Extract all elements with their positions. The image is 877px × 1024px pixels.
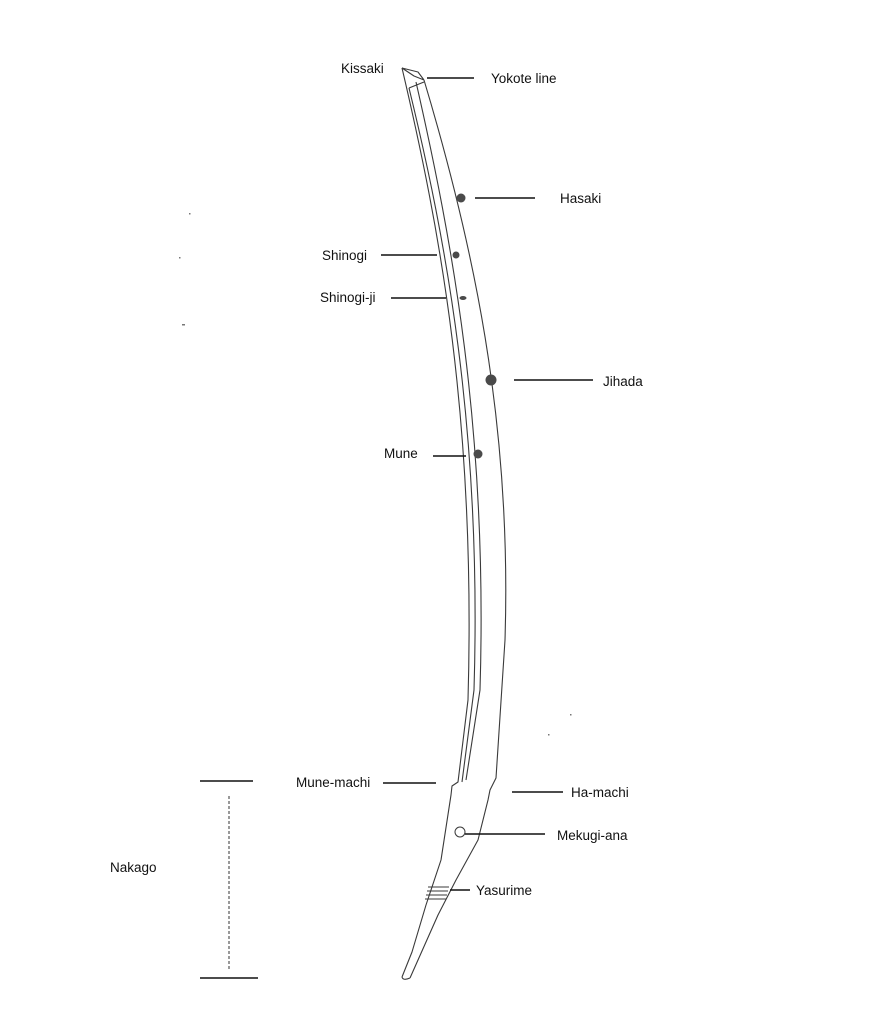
shinogi-ji-label: Shinogi-ji bbox=[320, 290, 376, 305]
mune-edge-line bbox=[401, 67, 470, 978]
yasurime-marks bbox=[425, 886, 449, 900]
shinogi-dot bbox=[452, 251, 460, 259]
yokote-line-label: Yokote line bbox=[491, 71, 557, 86]
jihada-label: Jihada bbox=[603, 374, 643, 389]
nakago-label: Nakago bbox=[110, 860, 157, 875]
yokote-line-mark bbox=[408, 81, 425, 89]
leader-lines bbox=[200, 77, 593, 979]
ha-edge-line bbox=[409, 79, 507, 979]
shinogi-ridge-line bbox=[415, 81, 482, 781]
labels: Kissaki Yokote line Hasaki Shinogi Shino… bbox=[110, 61, 643, 898]
shinogi-label: Shinogi bbox=[322, 248, 367, 263]
shinogi-ji-dot bbox=[459, 296, 467, 300]
mune-dot bbox=[473, 449, 483, 459]
ha-machi-label: Ha-machi bbox=[571, 785, 629, 800]
mune-label: Mune bbox=[384, 446, 418, 461]
marker-dots bbox=[452, 193, 497, 459]
blade-outline bbox=[401, 67, 507, 980]
mekugi-ana-hole bbox=[454, 826, 466, 838]
shinogi-ji-line bbox=[408, 87, 476, 783]
hasaki-dot bbox=[456, 193, 466, 203]
jihada-dot bbox=[485, 374, 497, 386]
hasaki-label: Hasaki bbox=[560, 191, 601, 206]
mune-machi-label: Mune-machi bbox=[296, 775, 370, 790]
mekugi-ana-label: Mekugi-ana bbox=[557, 828, 628, 843]
nakago-tip bbox=[401, 976, 411, 980]
kissaki-tip bbox=[401, 67, 425, 81]
kissaki-label: Kissaki bbox=[341, 61, 384, 76]
yasurime-label: Yasurime bbox=[476, 883, 532, 898]
scan-specks bbox=[179, 213, 572, 736]
